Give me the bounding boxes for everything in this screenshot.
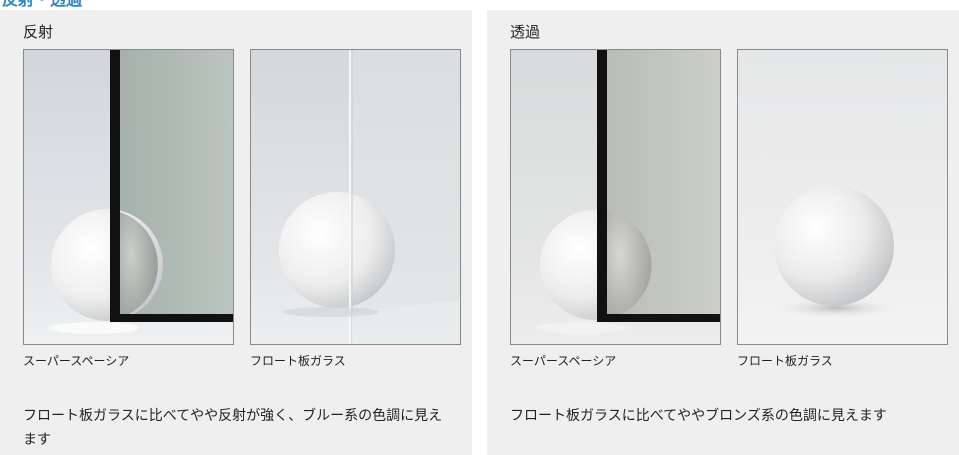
caption-super-spacia: スーパースペーシア: [23, 354, 130, 368]
panel-title-transmission: 透過: [510, 23, 541, 41]
caption-float-glass: フロート板ガラス: [737, 354, 833, 368]
section-heading: 反射・透過: [0, 0, 959, 9]
photo-image: [738, 50, 947, 344]
photo-super-spacia-reflection: [23, 49, 234, 345]
transmission-description: フロート板ガラスに比べてややブロンズ系の色調に見えます: [510, 408, 887, 424]
transmission-panel: 透過: [487, 10, 959, 455]
photo-image: [511, 50, 720, 344]
section-heading-text: 反射・透過: [2, 0, 82, 9]
panel-title-reflection: 反射: [23, 23, 54, 41]
photo-float-glass-reflection: [250, 49, 461, 345]
reflection-description: フロート板ガラスに比べてやや反射が強く、ブルー系の色調に見えます: [23, 408, 443, 448]
photo-super-spacia-transmission: [510, 49, 721, 345]
photo-float-glass-transmission: [737, 49, 948, 345]
reflection-panel: 反射: [0, 10, 472, 455]
photo-image: [251, 50, 460, 344]
caption-float-glass: フロート板ガラス: [250, 354, 346, 368]
photo-image: [24, 50, 233, 344]
caption-super-spacia: スーパースペーシア: [510, 354, 617, 368]
